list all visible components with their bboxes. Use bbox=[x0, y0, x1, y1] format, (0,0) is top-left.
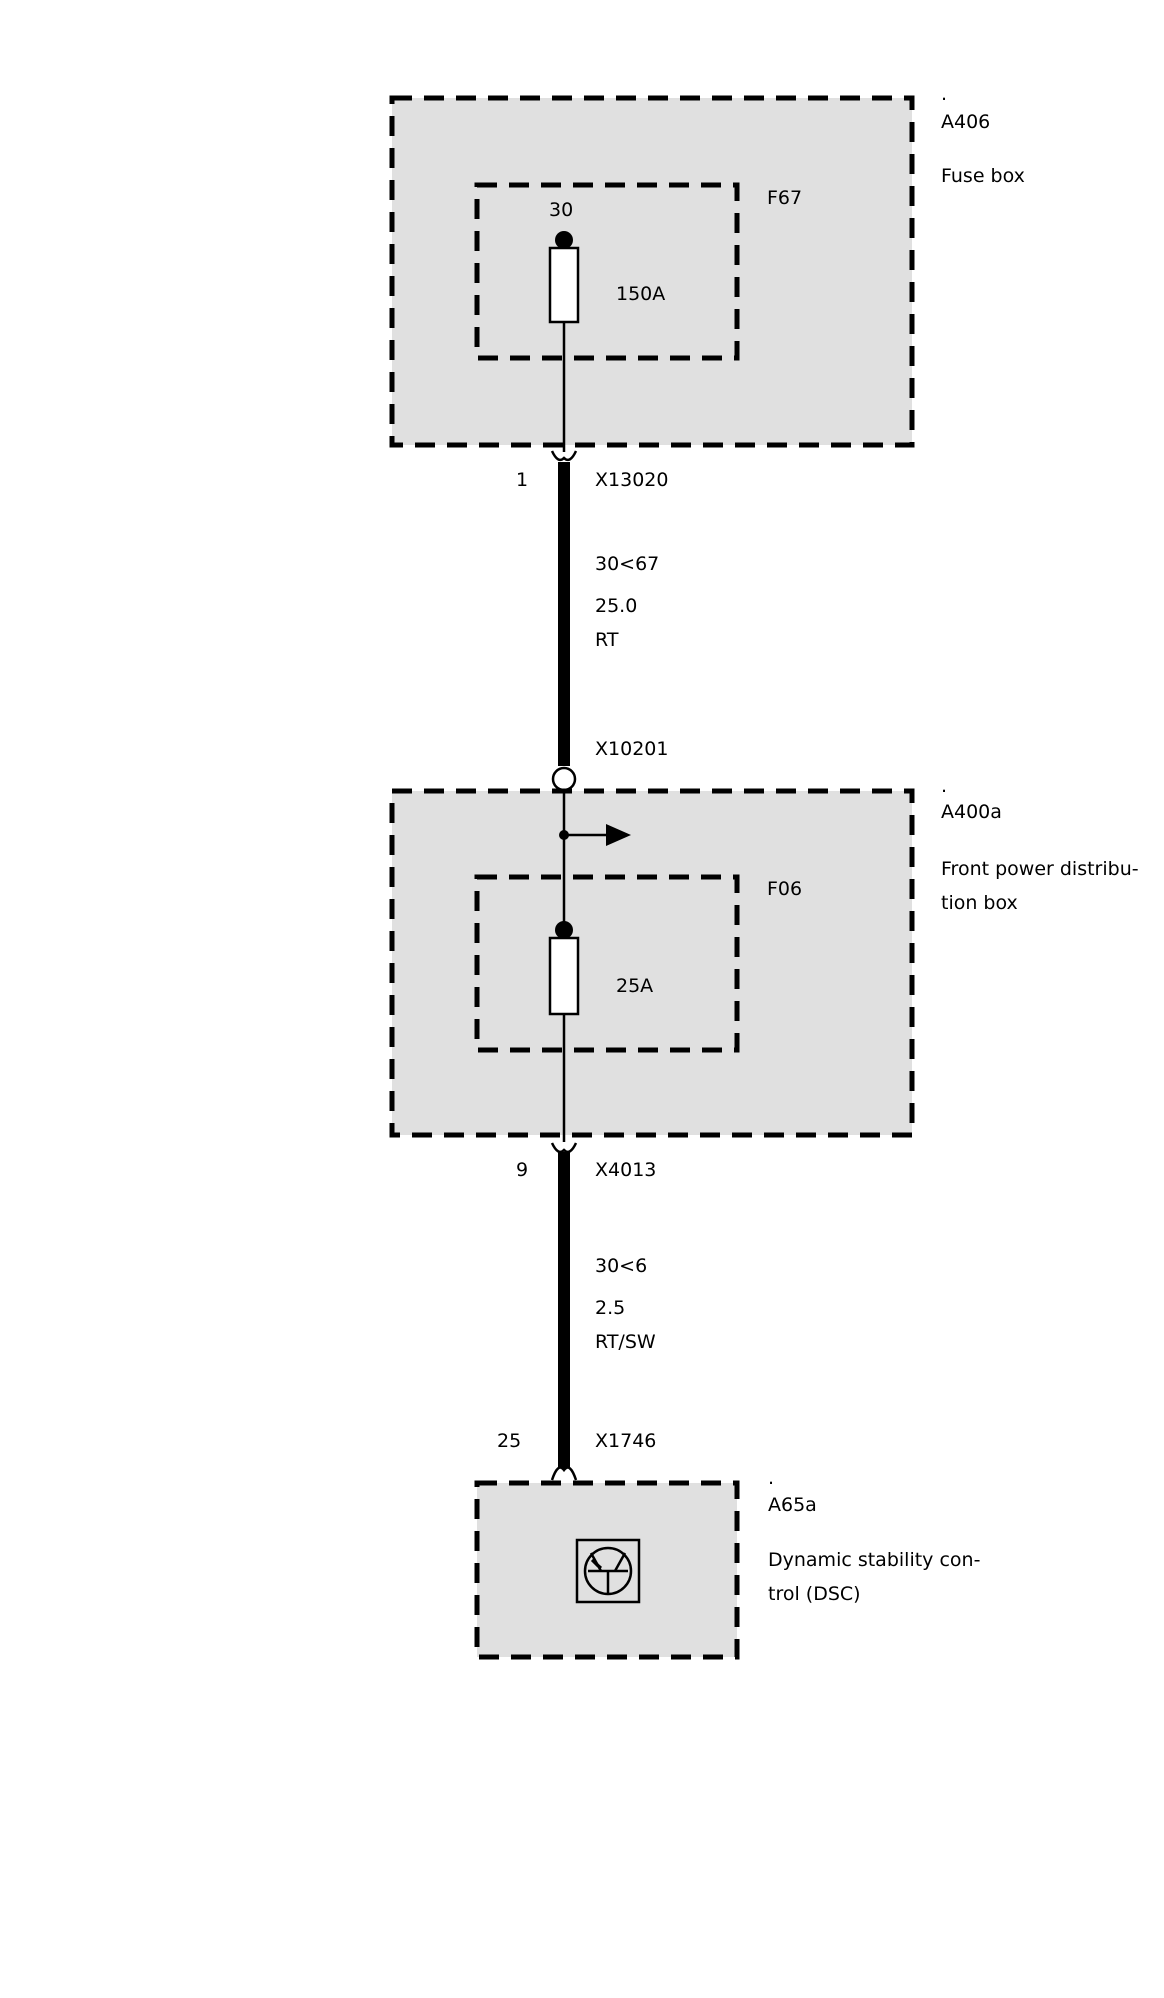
x4013-pin: 9 bbox=[516, 1159, 528, 1181]
wire1-circuit: 30<67 bbox=[595, 553, 659, 575]
connector-x1746-socket-icon bbox=[550, 1466, 578, 1481]
wire2-cross-section: 2.5 bbox=[595, 1297, 625, 1319]
terminal-30-dot bbox=[555, 231, 573, 249]
fuse-f06-symbol bbox=[548, 936, 580, 1016]
f06-id: F06 bbox=[767, 878, 802, 900]
a406-id: A406 bbox=[941, 111, 990, 133]
fuse-f06-outline bbox=[474, 874, 740, 1053]
x10201-id: X10201 bbox=[595, 738, 668, 760]
a400a-name-line1: Front power distribu- bbox=[941, 858, 1139, 880]
a400a-name-line2: tion box bbox=[941, 892, 1018, 914]
distribution-box-a400a bbox=[389, 788, 915, 1142]
a406-dot: . bbox=[941, 83, 947, 105]
fuse-box-a406 bbox=[389, 95, 915, 452]
distribution-box-a400a-outline bbox=[389, 788, 915, 1138]
x4013-id: X4013 bbox=[595, 1159, 656, 1181]
a400a-id: A400a bbox=[941, 801, 1002, 823]
a65a-name-line1: Dynamic stability con- bbox=[768, 1549, 980, 1571]
fuse-f67-outline bbox=[474, 182, 740, 361]
wire2-color: RT/SW bbox=[595, 1331, 656, 1353]
transistor-symbol-frame bbox=[575, 1538, 641, 1604]
a65a-dot: . bbox=[768, 1467, 774, 1489]
fuse-box-a406-outline bbox=[389, 95, 915, 448]
fuse-f06-terminal-dot bbox=[555, 921, 573, 939]
wire1-cross-section: 25.0 bbox=[595, 595, 637, 617]
a406-name: Fuse box bbox=[941, 165, 1025, 187]
f67-rating: 150A bbox=[616, 283, 665, 305]
connector-x10201-open-icon bbox=[551, 766, 577, 792]
a65a-id: A65a bbox=[768, 1494, 817, 1516]
transistor-collector-lead bbox=[613, 1552, 627, 1572]
connector-x4013-socket-icon bbox=[550, 1142, 578, 1154]
wire1-color: RT bbox=[595, 629, 619, 651]
branch-arrow-icon bbox=[606, 824, 631, 846]
dsc-module-a65a bbox=[474, 1480, 740, 1660]
f67-terminal: 30 bbox=[549, 199, 573, 221]
f67-id: F67 bbox=[767, 187, 802, 209]
x13020-pin: 1 bbox=[516, 469, 528, 491]
x1746-id: X1746 bbox=[595, 1430, 656, 1452]
connector-x13020-socket-icon bbox=[550, 450, 578, 462]
wire2-circuit: 30<6 bbox=[595, 1255, 647, 1277]
fuse-f67-symbol bbox=[548, 246, 580, 324]
a65a-name-line2: trol (DSC) bbox=[768, 1583, 861, 1605]
transistor-arrow-icon bbox=[590, 1558, 602, 1570]
x13020-id: X13020 bbox=[595, 469, 668, 491]
x1746-pin: 25 bbox=[497, 1430, 521, 1452]
a400a-dot: . bbox=[941, 775, 947, 797]
f06-rating: 25A bbox=[616, 975, 653, 997]
